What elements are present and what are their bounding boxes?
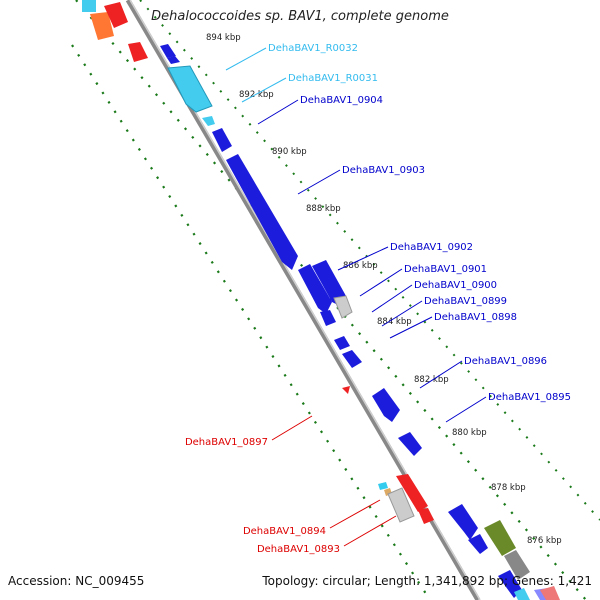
gene-feature [202, 116, 215, 126]
gene-feature [504, 550, 530, 580]
forward-strand-features [160, 44, 554, 600]
gene-feature [468, 534, 488, 554]
gene-label: DehaBAV1_0903 [342, 165, 425, 176]
gene-feature [514, 588, 530, 600]
tick-label: 876 kbp [527, 536, 562, 546]
tick-label: 880 kbp [452, 428, 487, 438]
tick-label: 894 kbp [206, 33, 241, 43]
label-leader-line [257, 99, 299, 125]
gene-feature [128, 42, 148, 62]
gene-label: DehaBAV1_0897 [185, 437, 268, 448]
scale-ticks: 894 kbp 892 kbp 890 kbp 888 kbp 886 kbp 884 k… [206, 33, 562, 546]
gene-feature [398, 432, 422, 456]
gene-feature [226, 154, 298, 270]
tick-label: 888 kbp [306, 204, 341, 214]
gene-feature [448, 504, 478, 540]
tick-label: 886 kbp [343, 261, 378, 271]
gene-feature [396, 474, 428, 512]
gene-label: DehaBAV1_R0032 [268, 43, 358, 54]
gene-feature [387, 487, 415, 523]
gene-feature [372, 388, 400, 422]
gene-feature [298, 264, 332, 314]
gene-label: DehaBAV1_R0031 [288, 73, 378, 84]
accession-text: Accession: NC_009455 [8, 574, 145, 588]
label-leader-line [329, 499, 381, 529]
label-leader-line [343, 515, 397, 547]
gene-label: DehaBAV1_0900 [414, 280, 497, 291]
gene-feature [418, 508, 434, 524]
label-leader-line [225, 47, 267, 71]
label-leader-line [337, 246, 389, 271]
gene-feature [90, 12, 114, 40]
gene-feature [498, 570, 522, 598]
label-leader-line [359, 268, 403, 297]
gene-feature [104, 2, 128, 28]
gene-label: DehaBAV1_0904 [300, 95, 383, 106]
gene-label: DehaBAV1_0895 [488, 392, 571, 403]
genome-title: Dehalococcoides sp. BAV1, complete genom… [151, 9, 449, 24]
gene-label: DehaBAV1_0901 [404, 264, 487, 275]
label-leader-line [371, 284, 413, 313]
gene-feature [484, 520, 516, 556]
label-leader-line [389, 316, 433, 339]
gene-label: DehaBAV1_0902 [390, 242, 473, 253]
gene-feature [334, 336, 350, 350]
gene-feature [312, 260, 346, 306]
inner-dotted-guide [71, 44, 431, 600]
gene-feature [212, 128, 232, 152]
tick-label: 882 kbp [414, 375, 449, 385]
gene-label: DehaBAV1_0893 [257, 544, 340, 555]
gene-feature [378, 482, 388, 490]
gene-feature [342, 350, 362, 368]
gene-label: DehaBAV1_0894 [243, 526, 326, 537]
label-leader-line [241, 77, 287, 103]
label-leader-line [271, 415, 313, 441]
gene-feature [320, 310, 336, 326]
gene-label: DehaBAV1_0899 [424, 296, 507, 307]
label-leader-line [297, 169, 341, 195]
gene-feature [160, 44, 176, 58]
gene-feature [167, 65, 213, 113]
gene-feature [333, 295, 353, 319]
gene-feature [167, 56, 180, 64]
label-leader-line [445, 396, 487, 423]
tick-label: 884 kbp [377, 317, 412, 327]
tick-label: 892 kbp [239, 90, 274, 100]
tick-label: 878 kbp [491, 483, 526, 493]
gene-labels: DehaBAV1_R0032DehaBAV1_R0031DehaBAV1_090… [185, 43, 571, 555]
gene-feature [82, 0, 96, 12]
label-leader-line [419, 360, 463, 389]
label-leader-line [381, 300, 423, 327]
gene-feature [342, 386, 350, 394]
gene-label: DehaBAV1_0898 [434, 312, 517, 323]
gene-label: DehaBAV1_0896 [464, 356, 547, 367]
topology-text: Topology: circular; Length: 1,341,892 bp… [262, 574, 592, 588]
gene-feature [540, 586, 560, 600]
tick-label: 890 kbp [272, 147, 307, 157]
reverse-strand-features [82, 0, 560, 600]
